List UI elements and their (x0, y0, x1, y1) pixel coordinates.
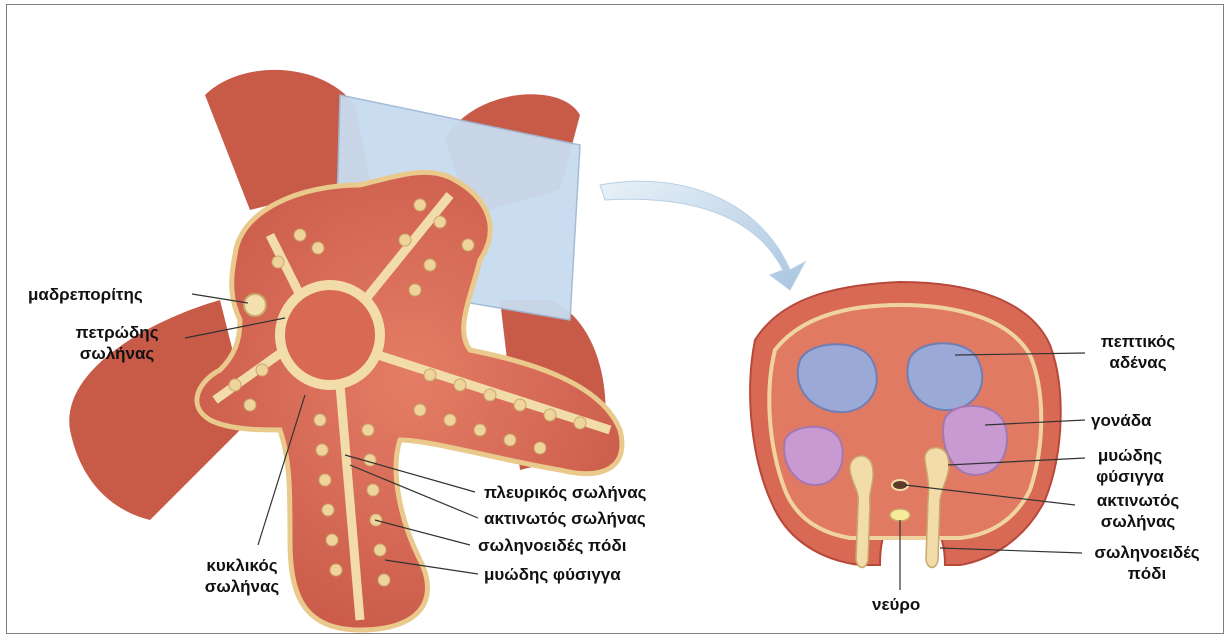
label-radial-canal-left: ακτινωτός σωλήνας (484, 508, 646, 529)
label-tube-foot-right: σωληνοειδές πόδι (1082, 542, 1212, 584)
label-gonad: γονάδα (1091, 410, 1152, 431)
label-digestive-gland-line2: αδένας (1078, 352, 1198, 373)
label-tube-foot-right-line2: πόδι (1082, 563, 1212, 584)
section-arrow (600, 181, 805, 290)
label-lateral-canal: πλευρικός σωλήνας (484, 482, 646, 503)
label-madreporite: μαδρεπορίτης (28, 284, 143, 305)
label-stone-canal-line1: πετρώδης (52, 322, 182, 343)
label-stone-canal-line2: σωλήνας (52, 343, 182, 364)
label-digestive-gland: πεπτικός αδένας (1078, 331, 1198, 373)
madreporite-shape (244, 294, 266, 316)
label-stone-canal: πετρώδης σωλήνας (52, 322, 182, 364)
label-digestive-gland-line1: πεπτικός (1078, 331, 1198, 352)
label-nerve: νεύρο (872, 594, 920, 615)
label-tube-foot-right-line1: σωληνοειδές (1082, 542, 1212, 563)
label-radial-canal-right-line1: ακτινωτός (1078, 490, 1198, 511)
digestive-gland-right (907, 343, 982, 410)
label-ampulla-right: μυώδης φύσιγγα (1080, 445, 1180, 487)
label-ampulla-right-line2: φύσιγγα (1080, 466, 1180, 487)
label-ring-canal-line1: κυκλικός (182, 555, 302, 576)
label-radial-canal-right-line2: σωλήνας (1078, 511, 1198, 532)
nerve-section (890, 509, 910, 521)
label-tube-foot-left: σωληνοειδές πόδι (478, 535, 626, 556)
cross-section (750, 282, 1061, 568)
label-ring-canal: κυκλικός σωλήνας (182, 555, 302, 597)
label-ampulla-right-line1: μυώδης (1080, 445, 1180, 466)
label-radial-canal-right: ακτινωτός σωλήνας (1078, 490, 1198, 532)
label-ring-canal-line2: σωλήνας (182, 576, 302, 597)
label-ampulla-left: μυώδης φύσιγγα (484, 564, 621, 585)
